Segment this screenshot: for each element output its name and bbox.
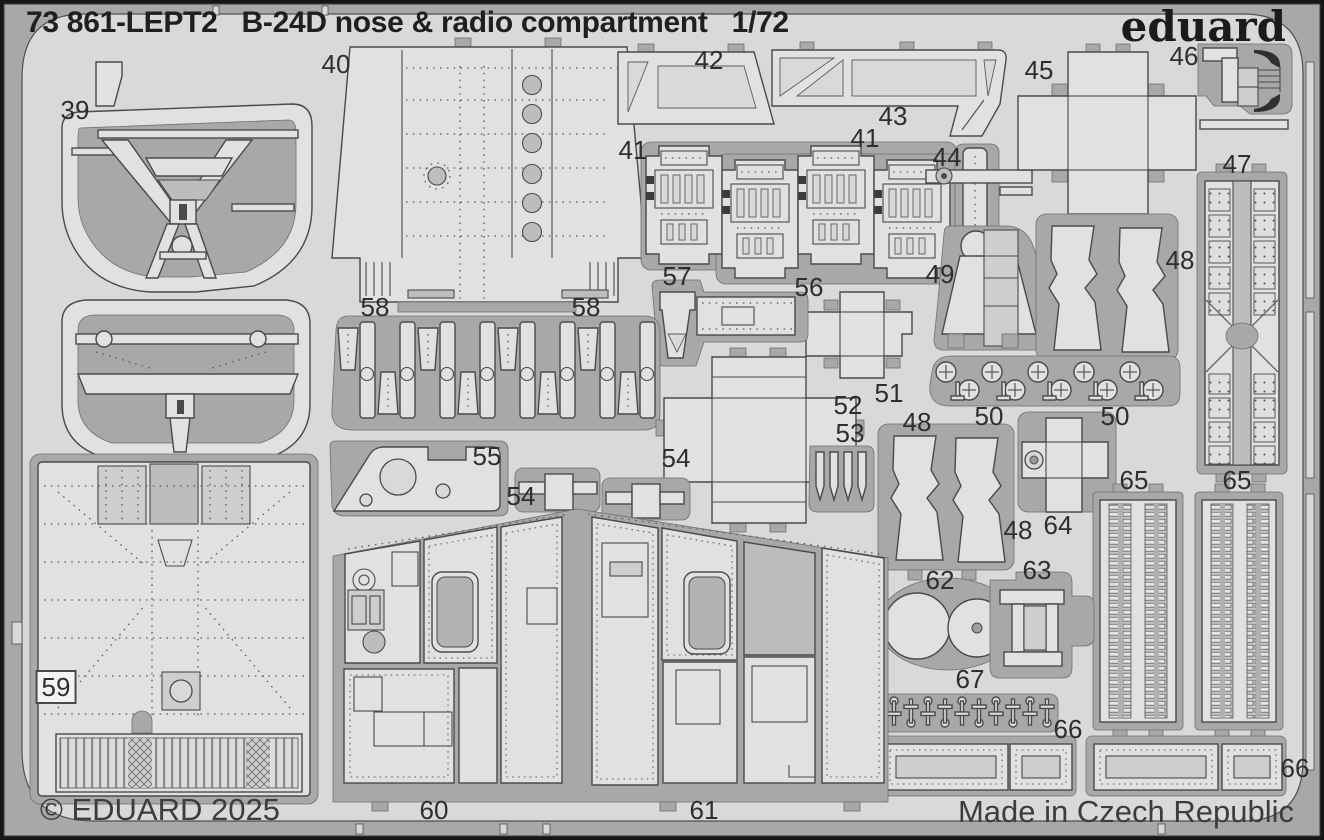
part-39-artwork	[61, 61, 313, 293]
part-49-artwork	[933, 225, 1051, 351]
part-66-artwork	[873, 735, 1287, 797]
part-64-artwork	[1017, 411, 1117, 513]
origin-text: Made in Czech Republic	[957, 794, 1294, 829]
part-47-artwork	[1196, 163, 1288, 483]
copyright-text: © EDUARD 2025	[40, 792, 280, 827]
part-44-artwork	[925, 143, 1033, 249]
part-59-artwork	[29, 453, 319, 805]
part-63-artwork	[989, 571, 1095, 679]
part-65-artwork	[1092, 483, 1284, 739]
part-43-artwork	[771, 41, 1007, 137]
bulkhead-2-artwork	[61, 299, 311, 459]
brand-logo: eduard	[1120, 2, 1286, 51]
part-40-artwork	[331, 37, 647, 313]
catalog-number: 73 861-LEPT2	[26, 6, 218, 39]
part-67-artwork	[879, 693, 1059, 733]
part-58-artwork	[331, 315, 661, 431]
scale: 1/72	[731, 6, 790, 39]
part-57-artwork	[651, 279, 809, 367]
part-41-artwork	[640, 141, 961, 285]
part-56-artwork	[805, 291, 913, 379]
sheet-title: 73 861-LEPT2 B-24D nose & radio compartme…	[26, 6, 813, 40]
part-52-artwork	[655, 347, 865, 533]
part-42-artwork	[617, 43, 775, 125]
part-54-artwork	[514, 467, 691, 521]
part-53-artwork	[808, 445, 875, 513]
part-46-artwork	[1197, 43, 1293, 130]
part-62-artwork	[877, 569, 1019, 671]
part-55-artwork	[329, 440, 509, 517]
part-50-artwork	[929, 355, 1181, 407]
part-60-61-artwork	[332, 508, 889, 812]
part-48-artwork	[877, 213, 1179, 571]
product-title: B-24D nose & radio compartment	[241, 6, 708, 39]
